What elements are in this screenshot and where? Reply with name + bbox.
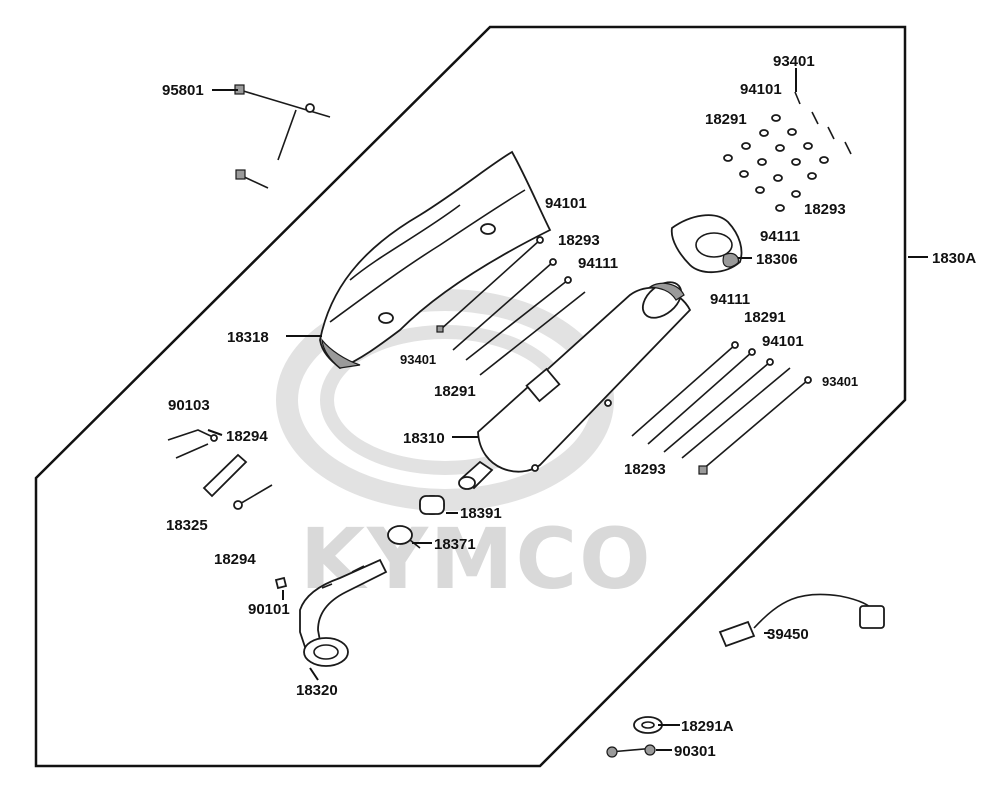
label-1830A: 1830A — [932, 250, 976, 267]
label-93401-top: 93401 — [773, 53, 815, 70]
label-94101-right: 94101 — [762, 333, 804, 350]
label-94101-mid: 94101 — [545, 195, 587, 212]
label-93401-right: 93401 — [822, 374, 858, 389]
watermark-text: KYMCO — [300, 510, 653, 608]
kymco-watermark: KYMCO — [276, 289, 653, 608]
label-94111-top: 94111 — [760, 228, 800, 245]
label-18291-right: 18291 — [744, 309, 786, 326]
label-90103: 90103 — [168, 397, 210, 414]
screw-90301-shape — [606, 744, 656, 758]
label-90301: 90301 — [674, 743, 716, 760]
label-18318: 18318 — [227, 329, 269, 346]
bracket-group-shape — [167, 429, 273, 510]
o2-sensor-shape — [718, 593, 885, 648]
fastener-cluster-shape — [723, 91, 852, 212]
label-18294-b: 18294 — [214, 551, 256, 568]
label-18306: 18306 — [756, 251, 798, 268]
gasket-ring-shape — [633, 716, 663, 734]
nut-90101-shape — [274, 576, 288, 590]
heat-shield-shape — [319, 150, 552, 370]
muffler-shape — [458, 281, 692, 490]
exhaust-pipe-shape — [299, 558, 388, 667]
label-95801: 95801 — [162, 82, 204, 99]
label-94101-top: 94101 — [740, 81, 782, 98]
label-18310: 18310 — [403, 430, 445, 447]
end-cap-shape — [670, 214, 743, 274]
label-18371: 18371 — [434, 536, 476, 553]
label-18293-top: 18293 — [804, 201, 846, 218]
label-18293-mid: 18293 — [558, 232, 600, 249]
label-94111-mid: 94111 — [578, 255, 618, 272]
label-90101: 90101 — [248, 601, 290, 618]
label-18325: 18325 — [166, 517, 208, 534]
label-39450: 39450 — [767, 626, 809, 643]
mount-bolts-right-shape — [631, 341, 812, 475]
gasket-clamp-shape — [387, 495, 445, 549]
gasket-ring-inner — [641, 721, 655, 729]
label-93401-mid: 93401 — [400, 352, 436, 367]
label-18294-a: 18294 — [226, 428, 268, 445]
mount-bolts-left-shape — [436, 236, 586, 376]
label-18291-top: 18291 — [705, 111, 747, 128]
label-18293-right: 18293 — [624, 461, 666, 478]
label-18391: 18391 — [460, 505, 502, 522]
long-bolt-shape — [234, 84, 331, 189]
label-18320: 18320 — [296, 682, 338, 699]
label-18291A: 18291A — [681, 718, 734, 735]
label-18291-mid: 18291 — [434, 383, 476, 400]
label-94111-right: 94111 — [710, 291, 750, 308]
leader-lines — [207, 68, 928, 751]
assembly-boundary — [34, 25, 907, 768]
